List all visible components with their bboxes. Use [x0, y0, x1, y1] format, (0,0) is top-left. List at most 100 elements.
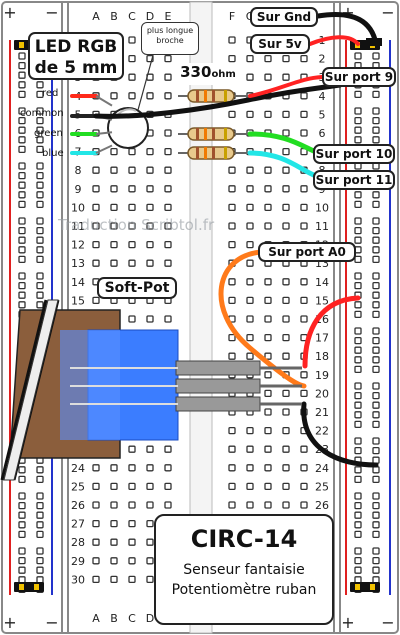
terminal-hole [264, 445, 272, 453]
longer-pin-note: plus longue broche [141, 22, 199, 55]
terminal-hole [282, 296, 290, 305]
terminal-hole [164, 501, 172, 509]
row-number-right-14: 14 [315, 276, 329, 289]
terminal-hole [146, 147, 154, 156]
rail-hole [372, 576, 380, 584]
terminal-hole [110, 92, 118, 100]
rail-hole [354, 492, 362, 500]
rail-hole [36, 145, 44, 154]
terminal-hole [164, 185, 172, 193]
rail-hole [18, 511, 26, 519]
wire-5v [308, 35, 360, 46]
rail-hole [372, 200, 380, 209]
terminal-hole [282, 315, 290, 323]
rail-hole [36, 501, 44, 510]
rail-hole [36, 291, 44, 299]
rail-hole [18, 81, 26, 89]
rail-sign-bottom-1: − [45, 613, 58, 632]
rail-jumper-pin [19, 42, 24, 48]
rail-hole [18, 566, 26, 574]
rail-hole [372, 446, 380, 455]
terminal-hole [264, 426, 272, 435]
row-number-right-20: 20 [315, 387, 329, 400]
rail-hole [36, 492, 44, 500]
terminal-hole [164, 73, 172, 81]
watermark: Traduction Scribtol.fr [58, 216, 215, 234]
wire-softpot-5v [302, 295, 361, 369]
row-number-left-26: 26 [71, 499, 85, 512]
rail-hole [36, 272, 44, 280]
terminal-hole [282, 166, 290, 174]
terminal-hole [282, 203, 290, 212]
resistor-top-band [204, 90, 207, 102]
terminal-hole [92, 203, 100, 212]
row-number-left-12: 12 [71, 239, 85, 252]
rail-hole [354, 310, 362, 319]
rail-hole [18, 556, 26, 565]
softpot-strip [3, 299, 59, 481]
terminal-hole [92, 259, 100, 267]
rail-hole [36, 200, 44, 209]
rail-hole [36, 301, 44, 309]
terminal-hole [282, 464, 290, 472]
callout-port10: Sur port 10 [313, 144, 395, 164]
resistor-green-band [196, 128, 199, 140]
callout-5v: Sur 5v [250, 34, 310, 54]
rail-hole [36, 255, 44, 264]
terminal-hole [128, 54, 136, 63]
terminal-hole [146, 538, 154, 546]
resistor-top-band [196, 90, 199, 102]
terminal-hole [264, 482, 272, 491]
terminal-hole [282, 408, 290, 416]
rail-hole [18, 272, 26, 280]
wire-softpot-gnd [301, 401, 379, 468]
terminal-hole [282, 333, 290, 342]
rail-hole [36, 217, 44, 225]
rail-hole [354, 521, 362, 529]
terminal-hole [228, 352, 236, 360]
resistor-blue-band [212, 147, 215, 159]
terminal-hole [92, 166, 100, 174]
rail-hole [36, 246, 44, 254]
rail-hole [18, 200, 26, 209]
rail-hole [354, 365, 362, 374]
rail-hole [372, 327, 380, 335]
rail-jumper-pin [34, 584, 39, 590]
rail-hole [372, 411, 380, 419]
terminal-hole [164, 222, 172, 230]
col-letter-F: F [229, 10, 235, 23]
rail-hole [372, 272, 380, 280]
note-line2: broche [156, 36, 184, 45]
note-pointer [137, 47, 156, 111]
rail-hole [354, 272, 362, 280]
row-number-right-17: 17 [315, 332, 329, 345]
terminal-hole [282, 501, 290, 509]
terminal-hole [300, 296, 308, 305]
terminal-hole [246, 203, 254, 212]
rail-hole [354, 116, 362, 125]
terminal-hole [128, 445, 136, 453]
terminal-hole [128, 147, 136, 156]
terminal-hole [300, 92, 308, 100]
rail-hole [18, 466, 26, 474]
rail-hole [18, 492, 26, 500]
terminal-hole [300, 129, 308, 137]
rail-hole [372, 382, 380, 390]
terminal-hole [282, 278, 290, 286]
rail-hole [18, 576, 26, 584]
terminal-hole [228, 482, 236, 491]
terminal-hole [92, 240, 100, 249]
terminal-hole [92, 519, 100, 528]
rail-hole [372, 547, 380, 555]
terminal-hole [228, 203, 236, 212]
terminal-hole [92, 482, 100, 491]
led-rgb-title: LED RGB de 5 mm [28, 32, 124, 80]
terminal-hole [164, 92, 172, 100]
col-letter-C-bottom: C [128, 612, 136, 625]
rail-hole [354, 226, 362, 235]
rail-hole [36, 181, 44, 189]
terminal-hole [246, 240, 254, 249]
terminal-hole [282, 482, 290, 491]
terminal-hole [128, 315, 136, 323]
rail-hole [36, 236, 44, 244]
